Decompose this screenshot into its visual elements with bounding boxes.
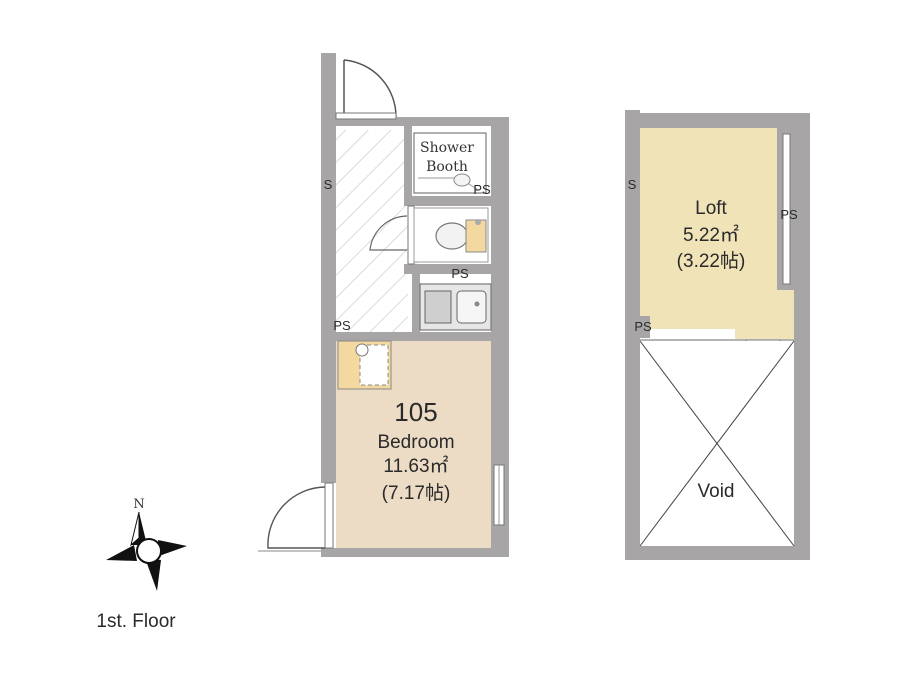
loft-label: Loft [695,198,727,219]
shower-label-line1: Shower [420,140,474,156]
bedroom-area-label: 11.63㎡ [383,454,448,477]
top-wall [336,117,509,126]
compass-west-point [106,545,137,561]
s-label-loft: S [628,177,637,192]
shower-label-line2: Booth [426,159,468,175]
right-outer-wall [491,120,509,557]
compass-east-point [158,540,187,556]
floor-label: 1st. Floor [96,611,176,632]
shower-booth [413,132,487,194]
unit-105: Shower Booth PS PS PS S 105 Bedroom [258,53,509,557]
void-label: Void [698,481,735,502]
left-outer-wall [321,53,336,555]
balcony-door [267,486,326,549]
ps-label-shower: PS [473,182,491,197]
ps-label-toilet: PS [451,266,469,281]
ps-label-loft-right: PS [780,207,798,222]
cooktop [424,290,452,324]
toilet-door [369,215,408,251]
sink-icon [456,290,487,324]
ps-label-loft-left: PS [634,319,652,334]
loft-jo-label: (3.22帖) [677,250,746,272]
bottom-wall [321,548,509,557]
loft-area-label: 5.22㎡ [683,223,739,246]
compass: N [106,497,187,591]
compass-north-label: N [133,497,144,512]
ps-label-washer: PS [333,318,351,333]
bedroom-label: Bedroom [377,432,454,453]
bedroom-jo-label: (7.17帖) [382,482,451,504]
loft-plan: PS PS S Void Loft 5.22㎡ (3.22帖) [625,110,810,560]
compass-south-point [145,558,161,591]
unit-number: 105 [394,397,437,427]
s-label-left: S [324,177,333,192]
entrance-door [343,59,397,118]
loft-area [640,128,794,339]
toilet-icon [435,222,469,250]
